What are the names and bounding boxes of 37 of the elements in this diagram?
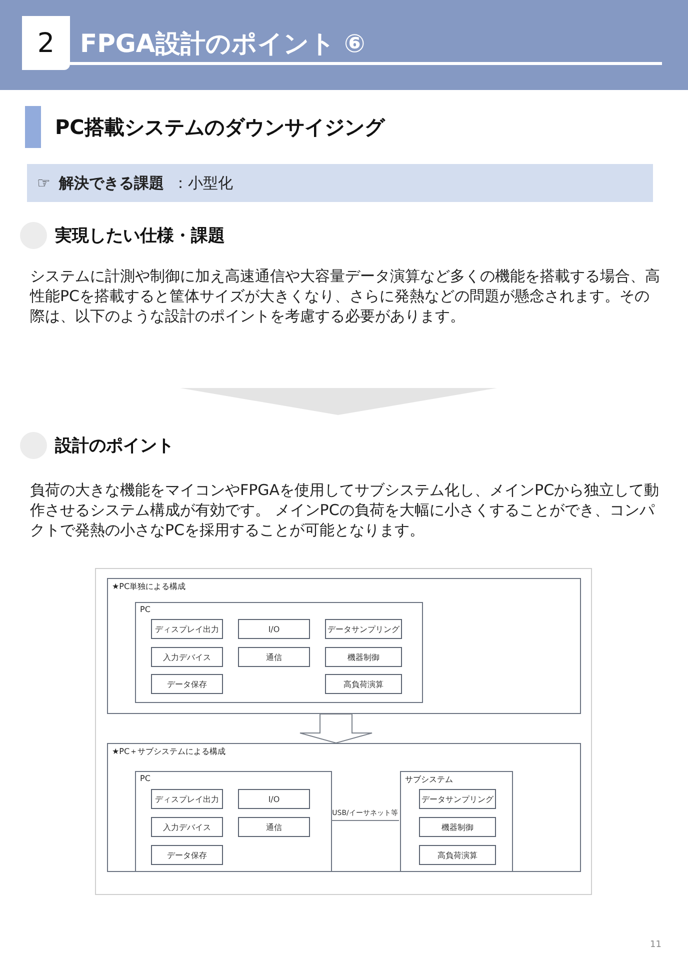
function-box: 通信 [238, 817, 310, 837]
function-box: ディスプレイ出力 [151, 789, 223, 809]
function-box: 機器制御 [419, 817, 496, 837]
group-title: PC [140, 605, 150, 614]
section-heading: PC搭載システムのダウンサイジング [55, 114, 384, 141]
section-subheading: 実現したい仕様・課題 [55, 225, 225, 247]
function-box: 入力デバイス [151, 647, 223, 667]
function-box: データサンプリング [419, 789, 496, 809]
function-box: 高負荷演算 [325, 674, 402, 694]
block-arrow [300, 714, 372, 744]
group-title: ★PC＋サブシステムによる構成 [112, 746, 226, 757]
group-frame [107, 743, 581, 872]
connector-line [330, 820, 400, 821]
function-box: 高負荷演算 [419, 845, 496, 865]
group-title: サブシステム [405, 774, 453, 785]
page-title: FPGA設計のポイント ⑥ [80, 28, 366, 60]
function-box: 機器制御 [325, 647, 402, 667]
function-box: データ保存 [151, 674, 223, 694]
group-frame [107, 578, 581, 714]
highlight-banner: ☞ 解決できる課題 ：小型化 [27, 164, 653, 202]
group-frame [135, 771, 332, 872]
group-title: ★PC単独による構成 [112, 581, 186, 592]
group-title: PC [140, 774, 150, 783]
function-box: I/O [238, 619, 310, 639]
group-frame [400, 771, 513, 872]
group-frame [135, 602, 423, 703]
section-number-box: 2 [22, 16, 70, 70]
function-box: 通信 [238, 647, 310, 667]
body-paragraph: システムに計測や制御に加え高速通信や大容量データ演算など多くの機能を搭載する場合、高性能PCを搭載すると筐体サイズが大きくなり、さらに発熱などの問題が懸念されます。その際は、以下のような設計のポイントを考慮する必要があります。 [30, 266, 661, 326]
page-number: 11 [650, 940, 662, 950]
function-box: I/O [238, 789, 310, 809]
function-box: 入力デバイス [151, 817, 223, 837]
body-paragraph: 負荷の大きな機能をマイコンやFPGAを使用してサブシステム化し、メインPCから独立して動作させるシステム構成が有効です。 メインPCの負荷を大幅に小さくすることができ、コンパクトで発熱の小さなPCを採用することが可能となります。 [30, 480, 660, 540]
section-subheading: 設計のポイント [55, 435, 174, 457]
function-box: データ保存 [151, 845, 223, 865]
function-box: データサンプリング [325, 619, 402, 639]
function-box: ディスプレイ出力 [151, 619, 223, 639]
